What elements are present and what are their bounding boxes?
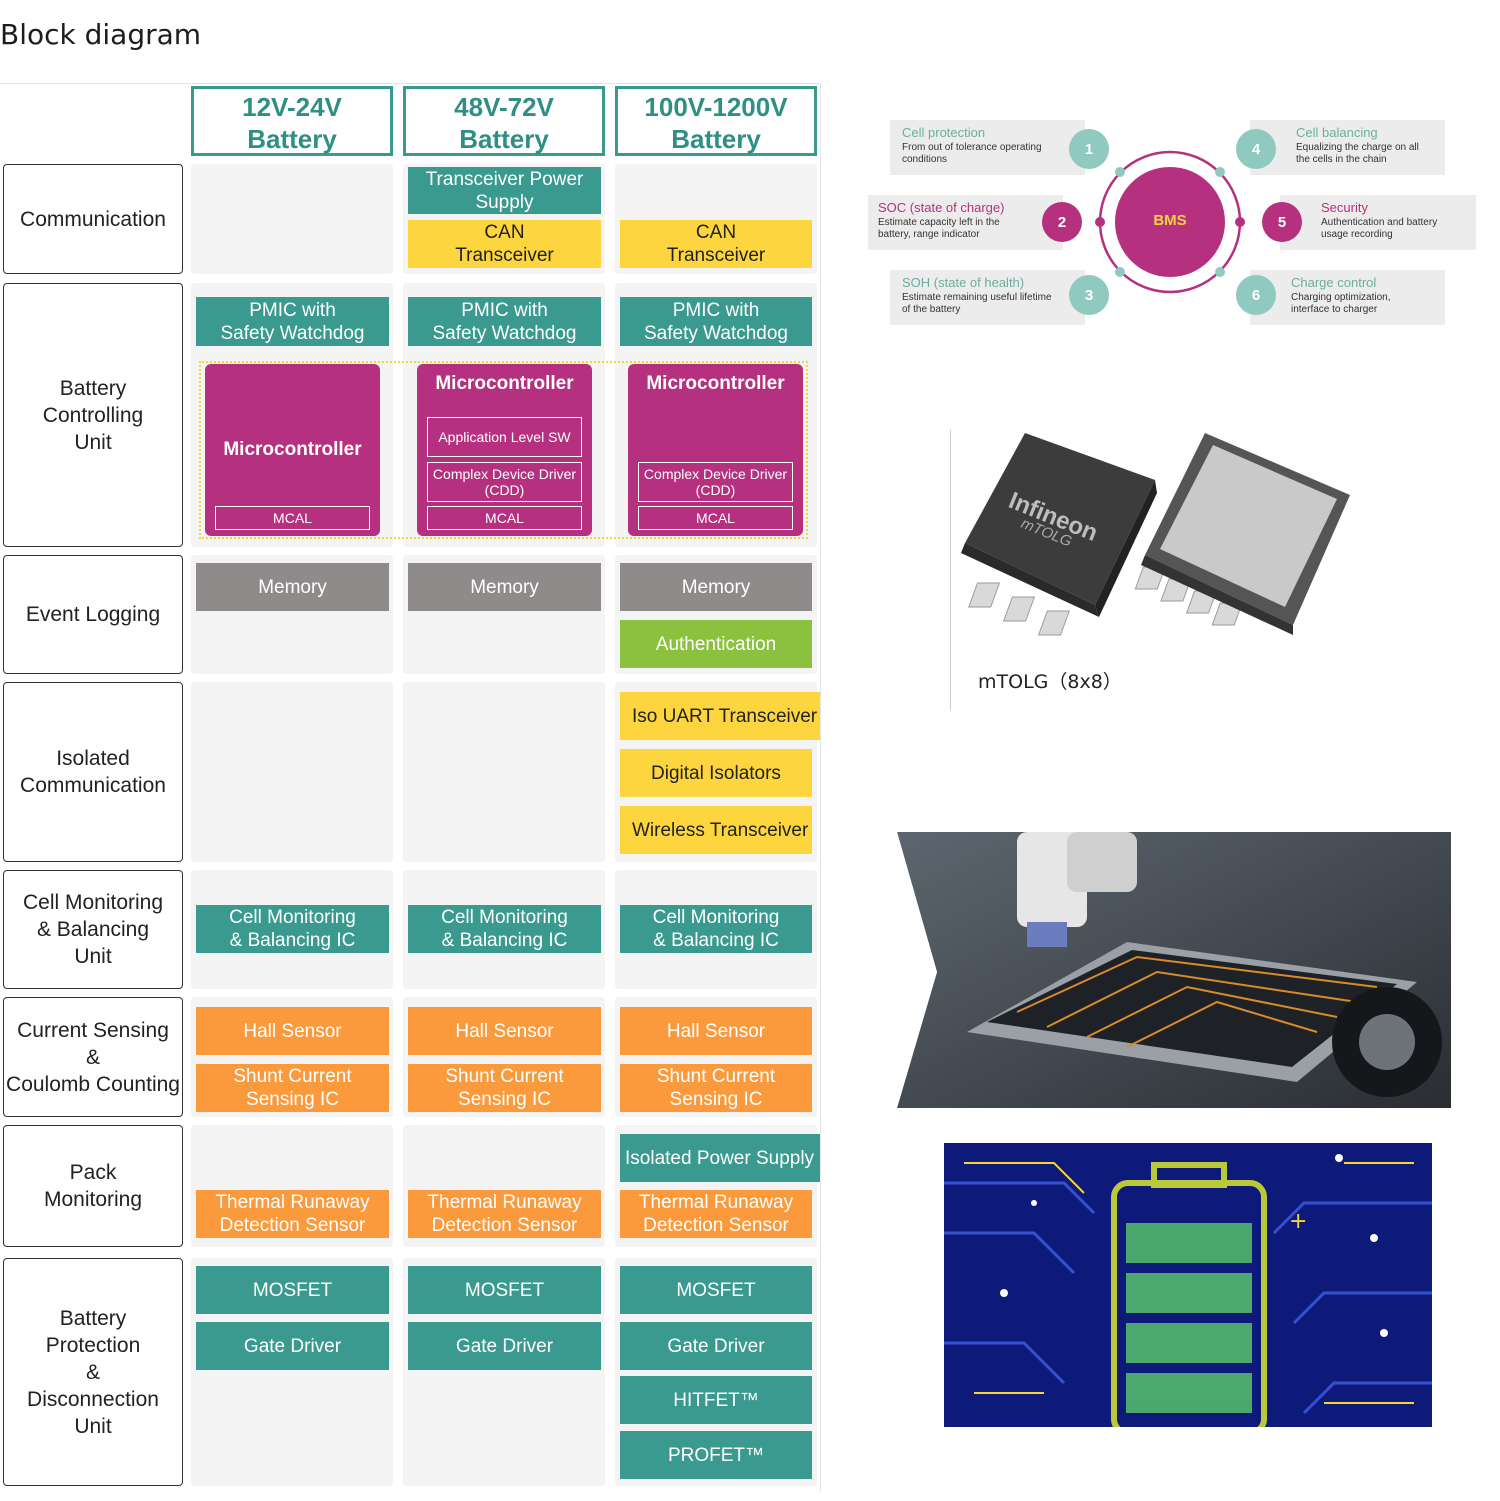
microcontroller-100v: Microcontroller Complex Device Driver (C… <box>628 364 803 536</box>
gate-driver-block: Gate Driver <box>408 1322 601 1370</box>
battery-pack-photo <box>897 832 1451 1108</box>
row-label-isolated-communication: Isolated Communication <box>3 682 183 862</box>
row-label-battery-controlling-unit: Battery Controlling Unit <box>3 283 183 547</box>
feature-number-3: 3 <box>1069 275 1109 315</box>
memory-block: Memory <box>408 563 601 611</box>
chip-caption: mTOLG（8x8） <box>978 671 1122 693</box>
hall-sensor-block: Hall Sensor <box>408 1007 601 1055</box>
feature-box-security <box>1280 195 1476 250</box>
feature-number-1: 1 <box>1069 129 1109 169</box>
mcal-block: MCAL <box>427 506 582 530</box>
microcontroller-title: Microcontroller <box>223 439 362 460</box>
cell-bg <box>403 682 605 862</box>
row-label-communication: Communication <box>3 164 183 274</box>
cell-bg <box>191 164 393 274</box>
shunt-current-sensing-block: Shunt Current Sensing IC <box>408 1064 601 1112</box>
isolated-power-supply-block: Isolated Power Supply <box>620 1134 820 1182</box>
feature-desc-security: Authentication and battery usage recordi… <box>1321 217 1438 240</box>
column-header-48v: 48V-72V Battery <box>403 86 605 156</box>
shunt-current-sensing-block: Shunt Current Sensing IC <box>620 1064 812 1112</box>
microcontroller-48v: Microcontroller Application Level SW Com… <box>417 364 592 536</box>
iso-uart-transceiver-block: Iso UART Transceiver <box>620 692 820 740</box>
column-header-100v: 100V-1200V Battery <box>615 86 817 156</box>
feature-desc-cell-balancing: Equalizing the charge on all the cells i… <box>1296 142 1419 165</box>
feature-title-security: Security <box>1321 200 1368 215</box>
page-title: Block diagram <box>0 18 202 51</box>
mosfet-block: MOSFET <box>408 1266 601 1314</box>
feature-title-cell-balancing: Cell balancing <box>1296 125 1378 140</box>
gate-driver-block: Gate Driver <box>620 1322 812 1370</box>
feature-title-soc: SOC (state of charge) <box>878 200 1005 215</box>
digital-isolators-block: Digital Isolators <box>620 749 812 797</box>
pmic-block: PMIC with Safety Watchdog <box>620 297 812 346</box>
feature-desc-cell-protection: From out of tolerance operating conditio… <box>902 142 1042 165</box>
cdd-block: Complex Device Driver (CDD) <box>427 462 582 502</box>
row-label-pack-monitoring: Pack Monitoring <box>3 1125 183 1247</box>
feature-title-soh: SOH (state of health) <box>902 275 1025 290</box>
circuit-battery-illustration: + <box>944 1143 1432 1427</box>
feature-number-6: 6 <box>1236 275 1276 315</box>
microcontroller-12v: Microcontroller MCAL <box>205 364 380 536</box>
feature-desc-charge-control: Charging optimization, interface to char… <box>1291 292 1391 315</box>
feature-number-2: 2 <box>1042 202 1082 242</box>
memory-block: Memory <box>620 563 812 611</box>
memory-block: Memory <box>196 563 389 611</box>
bms-center-label: BMS <box>1153 212 1187 229</box>
shunt-current-sensing-block: Shunt Current Sensing IC <box>196 1064 389 1112</box>
authentication-block: Authentication <box>620 620 812 668</box>
cell-monitoring-ic-block: Cell Monitoring & Balancing IC <box>196 905 389 953</box>
thermal-runaway-sensor-block: Thermal Runaway Detection Sensor <box>620 1190 812 1238</box>
application-level-sw-block: Application Level SW <box>427 417 582 457</box>
pmic-block: PMIC with Safety Watchdog <box>196 297 389 346</box>
row-label-cell-monitoring: Cell Monitoring & Balancing Unit <box>3 870 183 989</box>
gate-driver-block: Gate Driver <box>196 1322 389 1370</box>
can-transceiver-block: CAN Transceiver <box>408 220 601 268</box>
mcal-block: MCAL <box>638 506 793 530</box>
feature-desc-soh: Estimate remaining useful lifetime of th… <box>902 292 1052 315</box>
mcu-group-outline <box>199 361 808 539</box>
mcal-block: MCAL <box>215 506 370 530</box>
feature-box-charge-control <box>1250 270 1445 325</box>
row-label-current-sensing: Current Sensing & Coulomb Counting <box>3 997 183 1117</box>
thermal-runaway-sensor-block: Thermal Runaway Detection Sensor <box>408 1190 601 1238</box>
svg-text:+: + <box>1289 1209 1307 1234</box>
row-label-battery-protection: Battery Protection & Disconnection Unit <box>3 1258 183 1486</box>
profet-block: PROFET™ <box>620 1431 812 1479</box>
feature-title-cell-protection: Cell protection <box>902 125 986 140</box>
chip-divider <box>950 430 951 710</box>
feature-number-4: 4 <box>1236 129 1276 169</box>
feature-box-cell-balancing <box>1250 120 1445 175</box>
can-transceiver-block: CAN Transceiver <box>620 220 812 268</box>
pmic-block: PMIC with Safety Watchdog <box>408 297 601 346</box>
cell-bg <box>191 682 393 862</box>
wireless-transceiver-block: Wireless Transceiver <box>620 806 812 854</box>
feature-box-cell-protection <box>890 120 1085 175</box>
hall-sensor-block: Hall Sensor <box>196 1007 389 1055</box>
feature-title-charge-control: Charge control <box>1291 275 1377 290</box>
mosfet-block: MOSFET <box>196 1266 389 1314</box>
mtolg-chip-image: Infineon mTOLG <box>955 425 1355 655</box>
feature-box-soh <box>890 270 1085 325</box>
transceiver-power-supply-block: Transceiver Power Supply <box>408 167 601 214</box>
feature-box-soc <box>868 195 1063 250</box>
bms-infographic: BMS 1 2 3 4 5 6 Cell protection From out… <box>860 110 1490 340</box>
microcontroller-title: Microcontroller <box>435 373 574 394</box>
cell-monitoring-ic-block: Cell Monitoring & Balancing IC <box>620 905 812 953</box>
microcontroller-title: Microcontroller <box>646 373 785 394</box>
block-diagram-grid <box>0 83 821 1491</box>
column-header-12v: 12V-24V Battery <box>191 86 393 156</box>
hitfet-block: HITFET™ <box>620 1376 812 1424</box>
mosfet-block: MOSFET <box>620 1266 812 1314</box>
row-label-event-logging: Event Logging <box>3 555 183 674</box>
thermal-runaway-sensor-block: Thermal Runaway Detection Sensor <box>196 1190 389 1238</box>
bms-ring <box>1095 150 1245 294</box>
hall-sensor-block: Hall Sensor <box>620 1007 812 1055</box>
feature-number-5: 5 <box>1262 202 1302 242</box>
cell-monitoring-ic-block: Cell Monitoring & Balancing IC <box>408 905 601 953</box>
cdd-block: Complex Device Driver (CDD) <box>638 462 793 502</box>
feature-desc-soc: Estimate capacity left in the battery, r… <box>878 217 1000 240</box>
